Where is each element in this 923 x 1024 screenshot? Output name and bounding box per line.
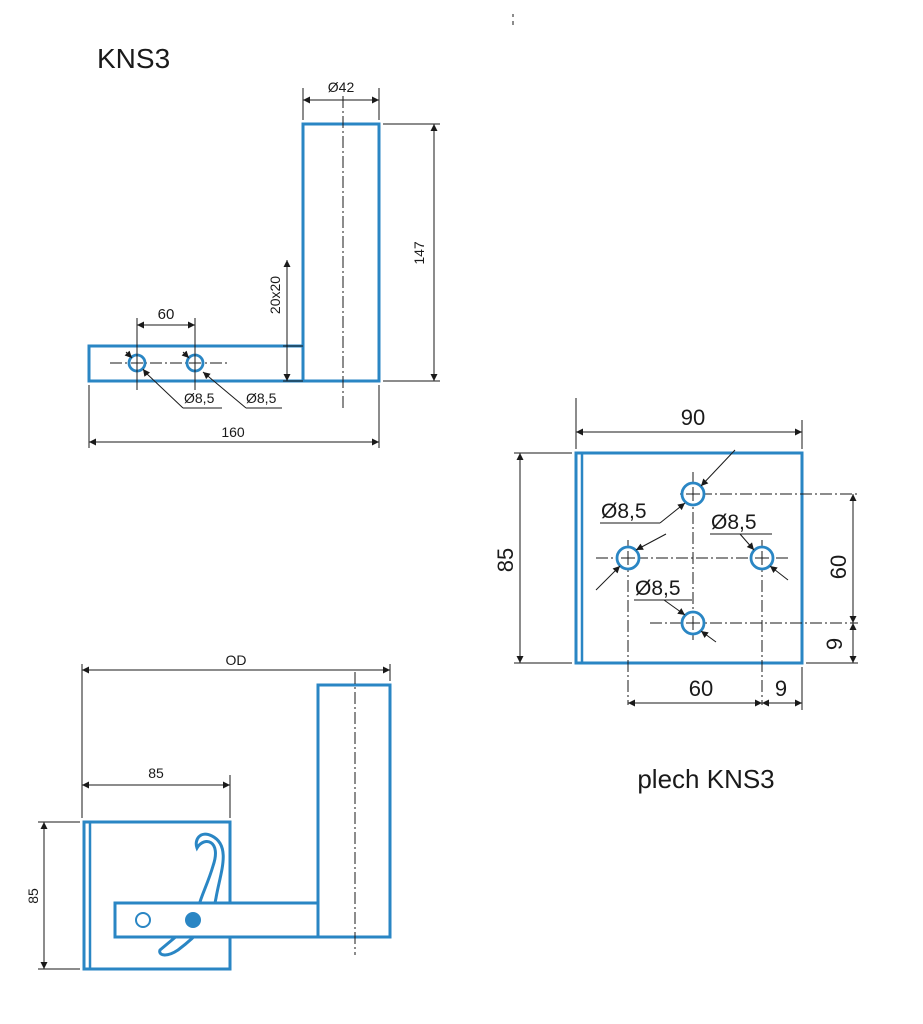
- assembly-view: OD 85 85: [25, 652, 392, 971]
- plate-caption: plech KNS3: [637, 764, 774, 794]
- dim-hole-2: Ø8,5: [246, 390, 277, 406]
- dim-hole-1: Ø8,5: [184, 390, 215, 406]
- dim-hole-spacing: 60: [158, 306, 175, 323]
- top-view: Ø42 147 20x20 60 Ø8,5 Ø8,5 160: [87, 79, 440, 448]
- assembly-tube-outline: [316, 683, 392, 939]
- tube-outline: [301, 122, 381, 383]
- dim-horizontal-offset: 9: [775, 676, 787, 701]
- drawing-title: KNS3: [97, 43, 170, 74]
- dim-tube-diameter: Ø42: [328, 79, 355, 95]
- dim-plate-hole-top: Ø8,5: [601, 500, 647, 523]
- dim-horizontal-spacing: 60: [689, 676, 713, 701]
- assembly-hole-open: [135, 912, 151, 928]
- dim-length: 160: [221, 424, 245, 440]
- dim-assembly-height: 85: [25, 888, 41, 904]
- dim-plate-hole-right: Ø8,5: [711, 511, 757, 534]
- dim-assembly-width: 85: [148, 765, 164, 781]
- dim-plate-height: 85: [493, 548, 518, 572]
- dim-profile: 20x20: [267, 276, 283, 314]
- assembly-hole-filled: [185, 912, 201, 928]
- dim-vertical-spacing: 60: [826, 555, 851, 579]
- dim-vertical-offset: 9: [822, 638, 847, 650]
- plate-view: 90 85 60 9 60 9 Ø8,5 Ø8,5: [493, 398, 858, 794]
- dim-plate-hole-bottom: Ø8,5: [635, 577, 681, 600]
- dim-plate-width: 90: [681, 405, 705, 430]
- assembly-arm-outline: [113, 901, 320, 939]
- dim-height: 147: [411, 241, 427, 265]
- dim-overall: OD: [226, 652, 247, 668]
